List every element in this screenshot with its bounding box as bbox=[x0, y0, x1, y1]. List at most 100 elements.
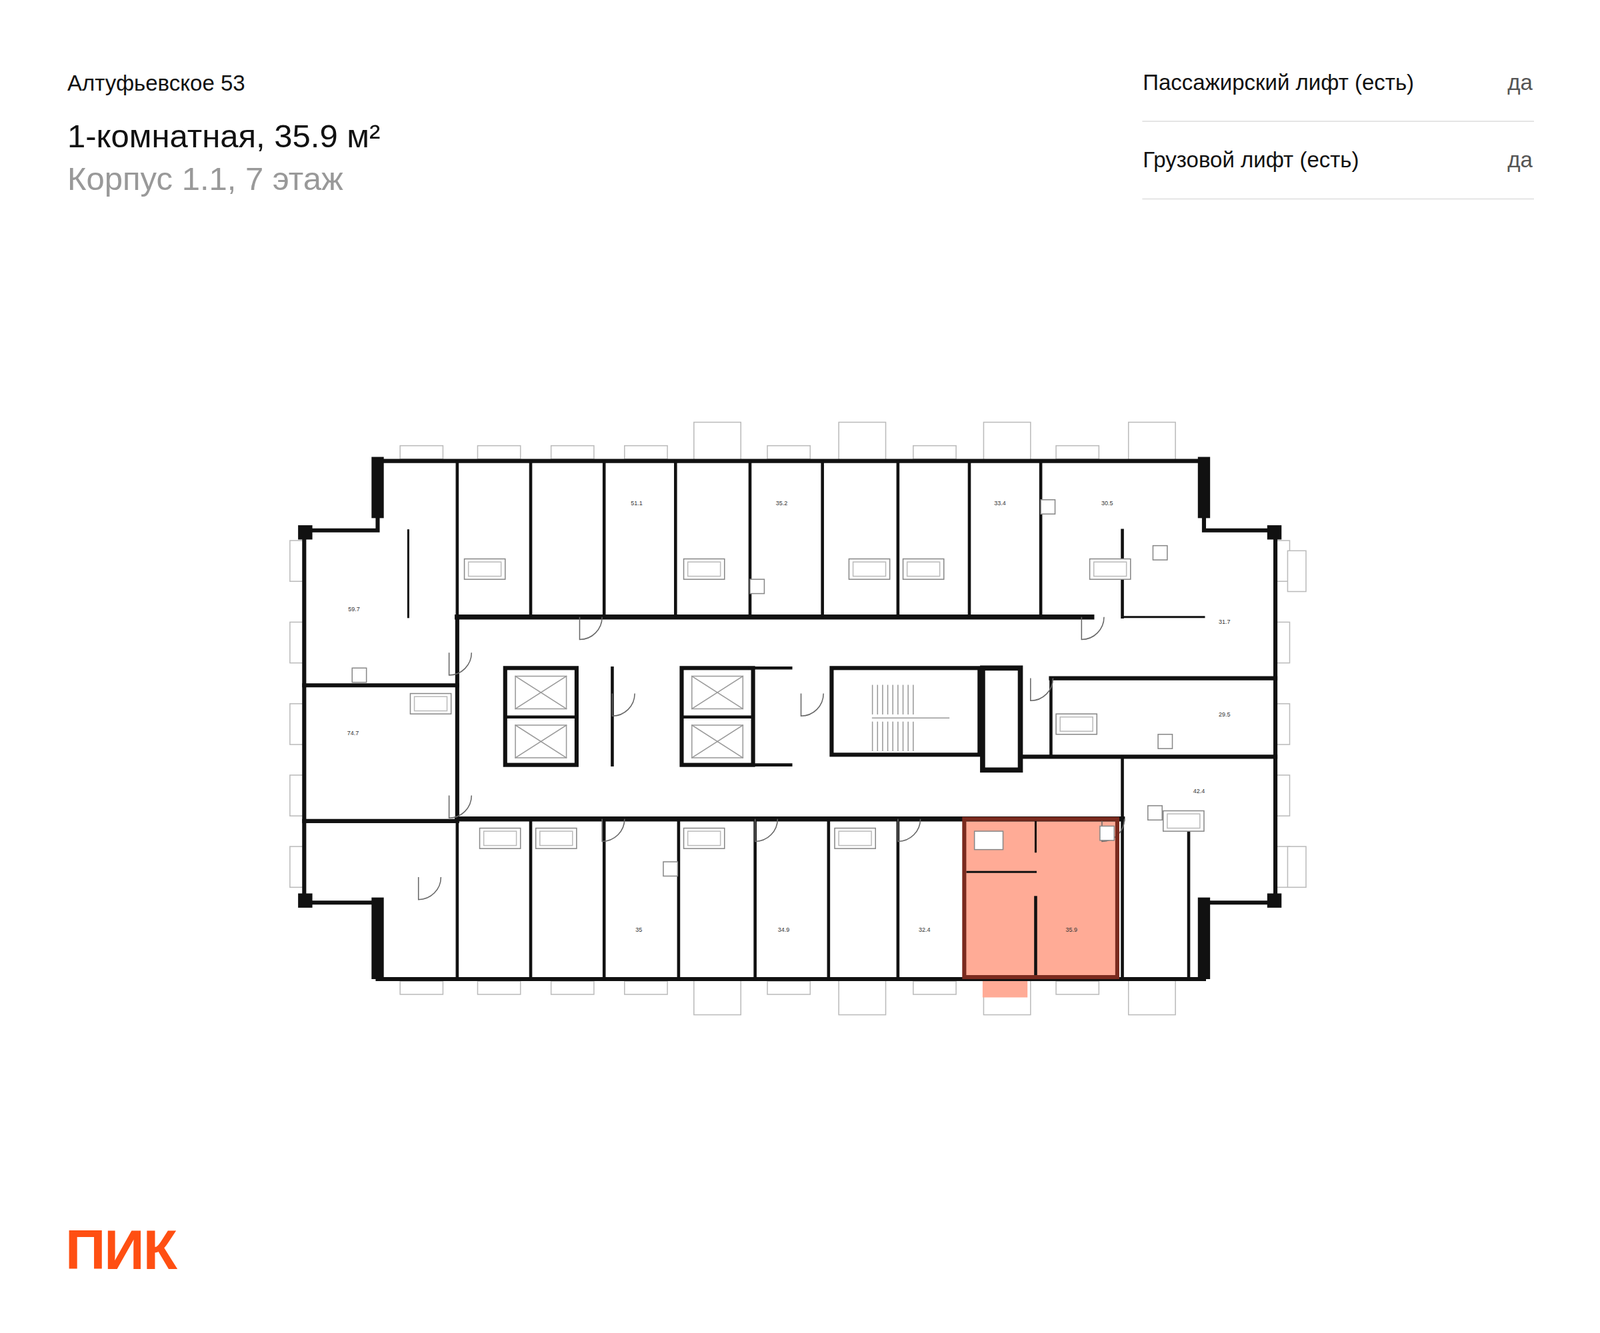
bathtub bbox=[684, 828, 725, 850]
wall bbox=[820, 461, 824, 618]
wall bbox=[896, 461, 900, 618]
project-name: Алтуфьевское 53 bbox=[67, 71, 246, 96]
window bbox=[551, 446, 594, 460]
wall bbox=[1120, 756, 1124, 819]
wall bbox=[967, 871, 1036, 874]
window bbox=[477, 446, 520, 460]
wall bbox=[505, 715, 577, 719]
window bbox=[913, 446, 956, 460]
stove bbox=[1148, 806, 1162, 820]
door bbox=[449, 652, 472, 676]
bathtub bbox=[1056, 714, 1097, 735]
wall bbox=[750, 763, 791, 767]
wall bbox=[912, 722, 914, 751]
bathtub-inner bbox=[414, 696, 448, 711]
wall bbox=[457, 614, 1092, 620]
wall bbox=[1039, 461, 1043, 618]
bathtub bbox=[464, 559, 506, 580]
door bbox=[755, 819, 778, 842]
feature-value: да bbox=[1507, 148, 1533, 172]
wall bbox=[515, 725, 567, 758]
bathtub bbox=[1163, 811, 1204, 832]
wall bbox=[887, 685, 889, 714]
window bbox=[624, 981, 668, 995]
apartment-title: 1-комнатная, 35.9 м² bbox=[67, 118, 380, 155]
door bbox=[1030, 678, 1054, 702]
window bbox=[290, 846, 304, 888]
stove bbox=[1100, 826, 1114, 840]
column bbox=[1198, 457, 1210, 519]
stove bbox=[1158, 734, 1172, 749]
bathtub bbox=[903, 559, 944, 580]
wall bbox=[872, 722, 874, 751]
window bbox=[767, 446, 810, 460]
stairwell bbox=[831, 668, 980, 755]
wall bbox=[304, 683, 458, 688]
column bbox=[298, 525, 312, 540]
wall bbox=[1142, 120, 1534, 122]
window bbox=[767, 981, 810, 995]
wall bbox=[892, 722, 894, 751]
area-label: 35.9 bbox=[1065, 927, 1078, 934]
feature-name: Грузовой лифт (есть) bbox=[1142, 148, 1359, 172]
window bbox=[1056, 446, 1099, 460]
wall bbox=[872, 718, 950, 720]
wall bbox=[1142, 198, 1534, 200]
bathtub bbox=[1090, 559, 1131, 580]
wall bbox=[304, 819, 458, 824]
balcony bbox=[983, 422, 1030, 462]
window bbox=[913, 981, 956, 995]
balcony bbox=[838, 979, 886, 1016]
feature-value: да bbox=[1507, 70, 1533, 95]
wall bbox=[1120, 819, 1124, 980]
wall bbox=[887, 722, 889, 751]
bathtub bbox=[684, 559, 725, 580]
bathtub-inner bbox=[1060, 717, 1093, 732]
column bbox=[1198, 898, 1210, 980]
stove bbox=[1152, 546, 1167, 560]
balcony bbox=[1128, 422, 1176, 462]
wall bbox=[1020, 754, 1276, 759]
wall bbox=[1050, 676, 1276, 681]
area-label: 31.7 bbox=[1218, 619, 1231, 626]
wall bbox=[882, 722, 884, 751]
wall bbox=[681, 715, 753, 719]
window bbox=[1276, 704, 1290, 745]
wall bbox=[674, 461, 678, 618]
wall bbox=[455, 617, 460, 820]
wall bbox=[897, 722, 899, 751]
wall bbox=[912, 685, 914, 714]
window bbox=[624, 446, 668, 460]
wall bbox=[1187, 819, 1191, 980]
area-label: 33.4 bbox=[994, 500, 1006, 508]
shaft bbox=[982, 668, 1021, 770]
bathtub-inner bbox=[838, 831, 872, 846]
door bbox=[801, 694, 824, 717]
wall bbox=[456, 461, 460, 618]
wall bbox=[1034, 821, 1037, 852]
bathtub-inner bbox=[540, 831, 573, 846]
balcony bbox=[694, 422, 741, 462]
window bbox=[400, 981, 443, 995]
window bbox=[1276, 622, 1290, 663]
wall bbox=[456, 819, 460, 980]
elevator-car bbox=[515, 725, 567, 758]
stove bbox=[663, 862, 678, 876]
column bbox=[1267, 525, 1282, 540]
door bbox=[602, 819, 625, 842]
door bbox=[898, 819, 921, 842]
door bbox=[1081, 617, 1104, 640]
wall bbox=[692, 676, 744, 710]
wall bbox=[753, 819, 757, 980]
wall bbox=[692, 725, 744, 758]
bathtub-inner bbox=[688, 831, 721, 846]
column bbox=[371, 457, 384, 519]
area-label: 51.1 bbox=[630, 500, 643, 508]
wall bbox=[902, 722, 904, 751]
window bbox=[551, 981, 594, 995]
area-label: 35.2 bbox=[776, 500, 788, 508]
wall bbox=[750, 666, 791, 670]
elevator bbox=[505, 668, 577, 765]
window bbox=[290, 704, 304, 745]
balcony bbox=[1128, 979, 1176, 1016]
